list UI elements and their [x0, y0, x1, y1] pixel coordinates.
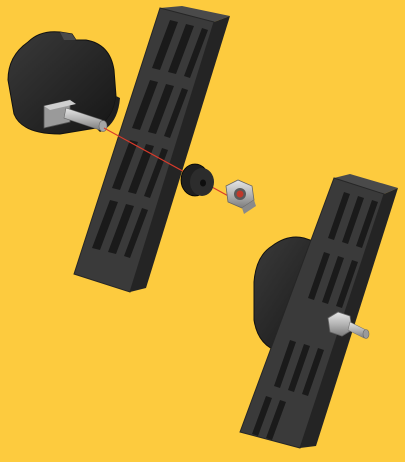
assembled-view [240, 174, 398, 448]
rubber-spacer-exploded [181, 164, 214, 196]
exploded-view [8, 6, 256, 292]
lock-nut-exploded [226, 180, 256, 214]
